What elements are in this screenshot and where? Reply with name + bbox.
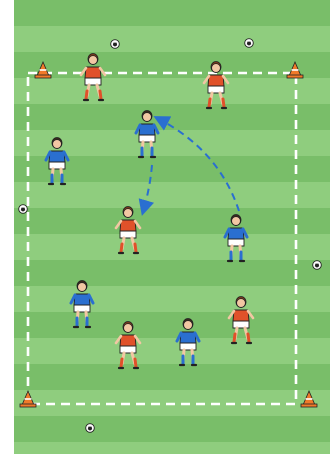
- red-player-top-left: [81, 54, 105, 101]
- ball-left: [19, 205, 28, 214]
- ball-top-left: [111, 40, 120, 49]
- blue-player-bottom-left: [71, 281, 93, 328]
- cone-bottom-left: [20, 391, 36, 407]
- red-player-bottom-right: [229, 297, 253, 344]
- playing-area: [28, 73, 296, 404]
- movement-arrow-to-top-blue: [157, 118, 239, 211]
- movement-arrow-to-red-center: [143, 165, 152, 212]
- red-player-bottom-center: [116, 322, 140, 369]
- red-player-top-right: [204, 62, 228, 109]
- blue-player-bottom-right: [225, 215, 247, 262]
- cone-top-left: [35, 62, 51, 78]
- red-player-center: [116, 207, 140, 254]
- cone-bottom-right: [301, 391, 317, 407]
- blue-player-bottom-center: [177, 319, 199, 366]
- blue-player-top: [136, 111, 158, 158]
- pitch-svg: [14, 0, 330, 454]
- ball-bottom: [86, 424, 95, 433]
- ball-top-right: [245, 39, 254, 48]
- blue-player-left: [46, 138, 68, 185]
- ball-right: [313, 261, 322, 270]
- cone-top-right: [287, 62, 303, 78]
- soccer-drill-diagram: [14, 0, 330, 454]
